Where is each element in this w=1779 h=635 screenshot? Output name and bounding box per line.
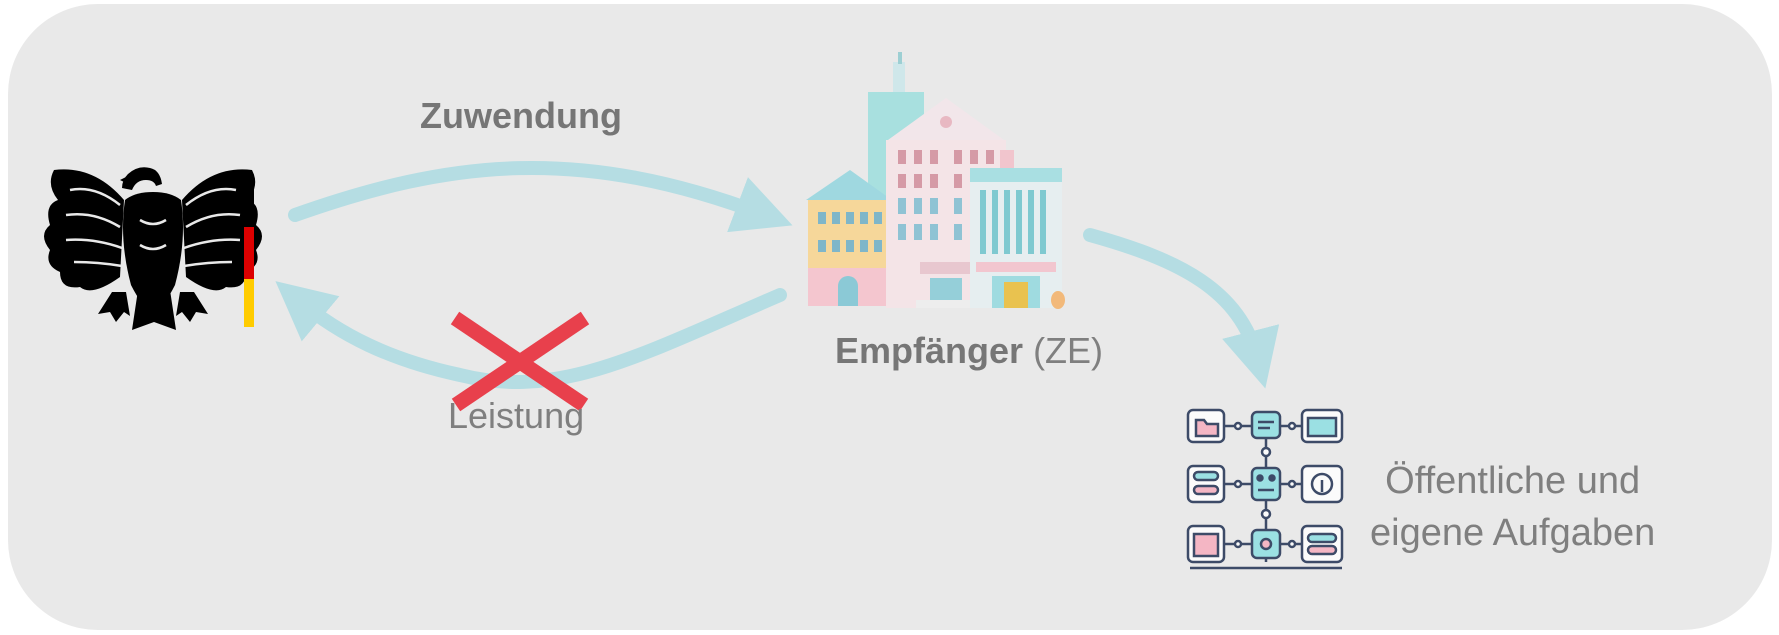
tasks-arrow <box>1083 228 1280 389</box>
zuwendung-arrow <box>288 160 793 233</box>
recipient-abbreviation: (ZE) <box>1033 330 1104 371</box>
federal-eagle-icon <box>44 167 262 330</box>
recipient-name: Empfänger <box>835 330 1024 371</box>
building-icon <box>806 52 1065 309</box>
cross-icon <box>450 311 590 412</box>
recipient-label: Empfänger (ZE) <box>835 330 1103 372</box>
german-flag-stripe <box>244 175 254 327</box>
tasks-label-line2: eigene Aufgaben <box>1370 512 1656 554</box>
leistung-label: Leistung <box>448 395 585 436</box>
tasks-label: Öffentliche und eigene Aufgaben <box>1370 455 1655 559</box>
workflow-icon <box>1186 408 1344 570</box>
zuwendung-label: Zuwendung <box>420 95 622 136</box>
tasks-label-line1: Öffentliche und <box>1385 460 1641 502</box>
